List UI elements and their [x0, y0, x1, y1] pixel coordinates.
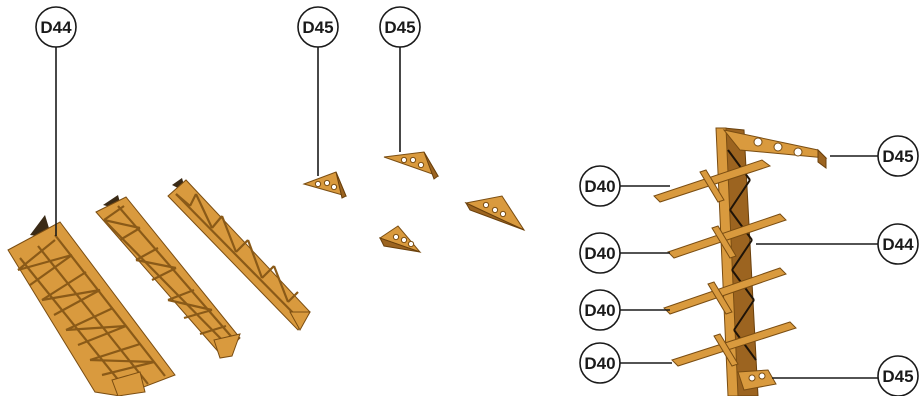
- callout-label: D40: [584, 354, 615, 373]
- callout-lines: [55, 47, 878, 379]
- callout-label: D40: [584, 177, 615, 196]
- callout-d40-1: D40: [579, 165, 621, 207]
- callout-d44-right: D44: [877, 223, 919, 265]
- bracket-1: [302, 171, 347, 199]
- callout-label: D44: [40, 18, 72, 37]
- callout-label: D45: [882, 147, 913, 166]
- bracket-3: [464, 195, 526, 232]
- callout-label: D40: [584, 301, 615, 320]
- truss-panel-large: [7, 215, 176, 396]
- callout-d40-2: D40: [579, 232, 621, 274]
- tower-arm-3: [663, 267, 787, 315]
- tower-arm-1: [653, 159, 772, 203]
- callout-d40-3: D40: [579, 289, 621, 331]
- truss-panel-narrow: [167, 178, 311, 332]
- assembled-tower: [653, 127, 828, 396]
- tower-arm-2: [667, 213, 787, 259]
- callout-label: D45: [882, 367, 913, 386]
- callout-label: D45: [384, 18, 415, 37]
- callout-label: D40: [584, 244, 615, 263]
- callout-d45-b: D45: [379, 6, 421, 48]
- bracket-4: [378, 225, 422, 254]
- callout-d44-left: D44: [35, 6, 77, 48]
- bracket-2: [383, 151, 440, 180]
- callout-d40-4: D40: [579, 342, 621, 384]
- callout-label: D44: [882, 235, 914, 254]
- callout-d45-right-top: D45: [877, 135, 919, 177]
- callout-d45-a: D45: [297, 6, 339, 48]
- callout-d45-right-bottom: D45: [877, 355, 919, 396]
- truss-panel-medium: [95, 195, 241, 359]
- callout-label: D45: [302, 18, 333, 37]
- tower-arm-4: [671, 321, 797, 367]
